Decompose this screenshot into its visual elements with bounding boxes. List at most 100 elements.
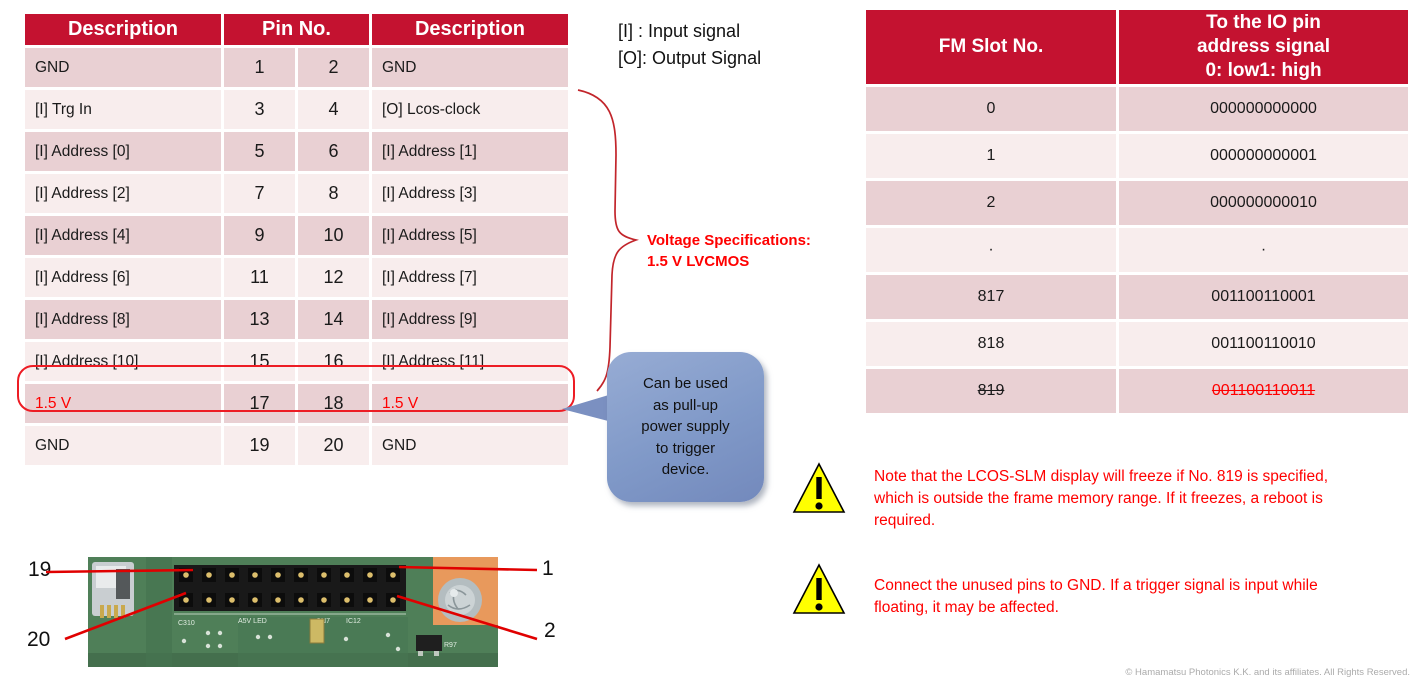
warning-note-freeze: Note that the LCOS-SLM display will free… <box>874 468 1329 529</box>
cell-pin_right: 14 <box>298 300 369 339</box>
fm-table-header-signal: To the IO pin address signal 0: low1: hi… <box>1119 10 1408 84</box>
pin-label-19: 19 <box>28 558 52 581</box>
pin-table-header-row: Description Pin No. Description <box>25 14 568 45</box>
fm-table-header-row: FM Slot No. To the IO pin address signal… <box>866 10 1408 84</box>
cell-desc_left: [I] Address [4] <box>25 216 221 255</box>
callout-pointer <box>562 394 612 422</box>
cell-signal: 001100110010 <box>1119 322 1408 366</box>
voltage-specifications-note: Voltage Specifications: 1.5 V LVCMOS <box>647 232 811 270</box>
pin-table-header-description-right: Description <box>372 14 568 45</box>
cell-desc_right: [I] Address [5] <box>372 216 568 255</box>
cell-desc_right: 1.5 V <box>372 384 568 423</box>
cell-pin_left: 19 <box>224 426 295 465</box>
cell-signal: · <box>1119 228 1408 272</box>
cell-desc_right: GND <box>372 426 568 465</box>
cell-signal: 000000000000 <box>1119 87 1408 131</box>
cell-desc_right: [O] Lcos-clock <box>372 90 568 129</box>
cell-pin_right: 6 <box>298 132 369 171</box>
cell-desc_left: [I] Address [0] <box>25 132 221 171</box>
cell-pin_left: 5 <box>224 132 295 171</box>
cell-desc_left: [I] Address [8] <box>25 300 221 339</box>
cell-slot: 818 <box>866 322 1116 366</box>
cell-signal: 001100110001 <box>1119 275 1408 319</box>
cell-desc_right: [I] Address [1] <box>372 132 568 171</box>
fm-slot-table: FM Slot No. To the IO pin address signal… <box>863 7 1411 416</box>
callout-bubble: Can be used as pull-up power supply to t… <box>607 352 764 502</box>
cell-slot: 2 <box>866 181 1116 225</box>
pin-label-20: 20 <box>27 628 51 651</box>
fm-table-header-slot: FM Slot No. <box>866 10 1116 84</box>
cell-slot: 819 <box>866 369 1116 413</box>
copyright-text: © Hamamatsu Photonics K.K. and its affil… <box>1125 667 1410 678</box>
cell-desc_right: GND <box>372 48 568 87</box>
cell-signal: 000000000001 <box>1119 134 1408 178</box>
silkscreen-label: IC12 <box>346 618 361 625</box>
cell-pin_right: 20 <box>298 426 369 465</box>
cell-pin_left: 7 <box>224 174 295 213</box>
warning-note-gnd: Connect the unused pins to GND. If a tri… <box>874 577 1318 616</box>
cell-pin_right: 18 <box>298 384 369 423</box>
pcb-photo: C310 A5V LED CN7 IC12 R97 <box>88 557 498 667</box>
cell-desc_left: 1.5 V <box>25 384 221 423</box>
cell-pin_left: 11 <box>224 258 295 297</box>
cell-slot: 0 <box>866 87 1116 131</box>
cell-slot: 817 <box>866 275 1116 319</box>
cell-pin_left: 3 <box>224 90 295 129</box>
cell-desc_left: [I] Address [2] <box>25 174 221 213</box>
silkscreen-label: C310 <box>178 620 195 627</box>
pin-label-1: 1 <box>542 557 554 580</box>
cell-pin_left: 9 <box>224 216 295 255</box>
cell-pin_left: 15 <box>224 342 295 381</box>
cell-pin_left: 13 <box>224 300 295 339</box>
cell-pin_right: 2 <box>298 48 369 87</box>
cell-pin_left: 1 <box>224 48 295 87</box>
pin-header-sockets <box>179 568 400 607</box>
cell-desc_right: [I] Address [3] <box>372 174 568 213</box>
red-curly-brace <box>577 89 640 392</box>
cell-signal: 000000000010 <box>1119 181 1408 225</box>
cell-desc_left: [I] Address [6] <box>25 258 221 297</box>
signal-legend: [I] : Input signal [O]: Output Signal <box>618 21 762 68</box>
pin-table-header-description-left: Description <box>25 14 221 45</box>
cell-desc_left: GND <box>25 426 221 465</box>
warning-triangle-icon <box>792 462 846 513</box>
cell-desc_right: [I] Address [11] <box>372 342 568 381</box>
warning-triangle-icon <box>792 563 846 614</box>
cell-signal: 001100110011 <box>1119 369 1408 413</box>
cell-desc_left: [I] Trg In <box>25 90 221 129</box>
pin-table-header-pin-no: Pin No. <box>224 14 369 45</box>
silkscreen-label: A5V LED <box>238 618 267 625</box>
pin-label-2: 2 <box>544 619 556 642</box>
cell-pin_left: 17 <box>224 384 295 423</box>
table-row: ·· <box>866 228 1408 272</box>
cell-pin_right: 4 <box>298 90 369 129</box>
cell-pin_right: 8 <box>298 174 369 213</box>
cell-desc_left: GND <box>25 48 221 87</box>
cell-desc_left: [I] Address [10] <box>25 342 221 381</box>
cell-slot: 1 <box>866 134 1116 178</box>
cell-desc_right: [I] Address [7] <box>372 258 568 297</box>
cell-desc_right: [I] Address [9] <box>372 300 568 339</box>
cell-pin_right: 16 <box>298 342 369 381</box>
cell-pin_right: 12 <box>298 258 369 297</box>
silkscreen-label: R97 <box>444 642 457 649</box>
cell-slot: · <box>866 228 1116 272</box>
cell-pin_right: 10 <box>298 216 369 255</box>
